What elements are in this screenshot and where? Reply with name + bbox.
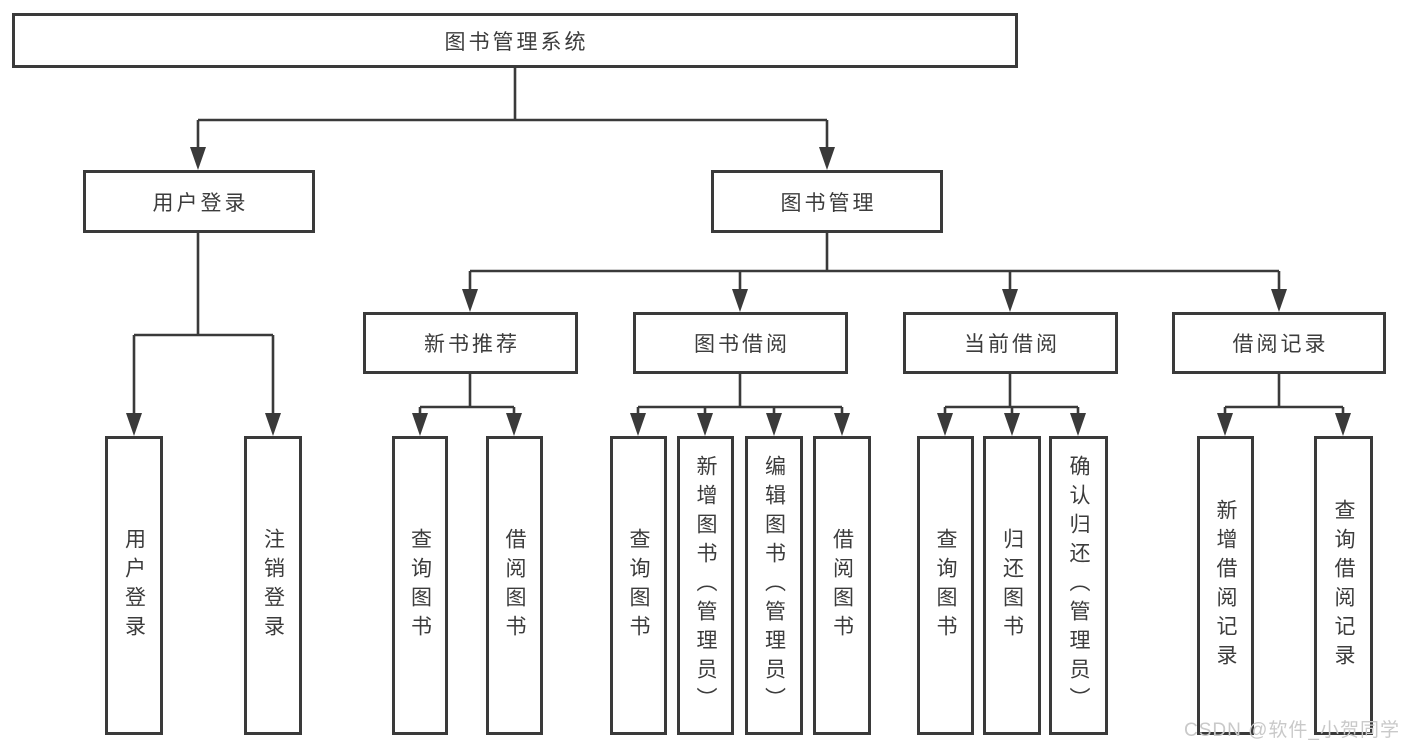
edge-user-login-to-leaves [132,233,275,416]
leaf-logout: 注销登录 [244,436,302,735]
node-label: 借阅图书 [830,527,854,644]
arrowhead-icon [462,289,478,312]
leaf-confirm-return-admin: 确认归还（管理员） [1049,436,1108,735]
leaf-query-books-current: 查询图书 [917,436,974,735]
node-current-borrowing: 当前借阅 [903,312,1118,374]
arrowhead-icon [697,413,713,436]
leaf-query-borrow-record: 查询借阅记录 [1314,436,1373,735]
arrowhead-icon [1004,413,1020,436]
arrowhead-icon [126,413,142,436]
leaf-query-books-recommend: 查询图书 [392,436,448,735]
node-label: 归还图书 [1000,527,1024,644]
arrowhead-icon [1217,413,1233,436]
csdn-watermark: CSDN @软件_小贺同学 [1184,720,1400,741]
edge-root-to-level2 [196,68,829,150]
leaf-edit-books-admin: 编辑图书（管理员） [745,436,803,735]
arrowhead-icon [1002,289,1018,312]
edge-borrowing-records-to-leaves [1223,374,1345,416]
node-label: 查询图书 [408,527,432,644]
edge-book-borrowing-to-leaves [636,374,844,416]
arrowhead-icon [630,413,646,436]
arrowhead-icon [1335,413,1351,436]
node-label: 借阅图书 [503,527,527,644]
node-label: 查询借阅记录 [1332,498,1356,673]
leaf-query-books-borrowing: 查询图书 [610,436,667,735]
leaf-add-borrow-record: 新增借阅记录 [1197,436,1254,735]
leaf-return-books: 归还图书 [983,436,1041,735]
edge-new-book-recommend-to-leaves [418,374,516,416]
node-root-system: 图书管理系统 [12,13,1018,68]
arrowhead-icon [834,413,850,436]
node-label: 确认归还（管理员） [1067,455,1091,716]
node-label: 用户登录 [122,527,146,644]
node-borrowing-records: 借阅记录 [1172,312,1386,374]
arrowhead-icon [732,289,748,312]
arrowhead-icon [506,413,522,436]
leaf-user-login: 用户登录 [105,436,163,735]
edge-current-borrowing-to-leaves [943,374,1080,416]
node-label: 编辑图书（管理员） [762,455,786,716]
arrowhead-icon [1070,413,1086,436]
node-label: 新增图书（管理员） [694,455,718,716]
leaf-borrow-books-recommend: 借阅图书 [486,436,543,735]
arrowhead-icon [190,147,206,170]
node-label: 新书推荐 [424,333,520,356]
arrowhead-icon [265,413,281,436]
leaf-add-books-admin: 新增图书（管理员） [677,436,734,735]
node-label: 查询图书 [627,527,651,644]
node-book-management: 图书管理 [711,170,943,233]
node-label: 图书管理系统 [444,30,589,54]
node-new-book-recommend: 新书推荐 [363,312,578,374]
node-label: 当前借阅 [964,333,1060,356]
node-label: 新增借阅记录 [1214,498,1238,673]
arrowhead-icon [1271,289,1287,312]
node-book-borrowing: 图书借阅 [633,312,848,374]
arrowhead-icon [412,413,428,436]
node-label: 借阅记录 [1232,333,1329,356]
leaf-borrow-books-borrowing: 借阅图书 [813,436,871,735]
node-label: 注销登录 [261,527,285,644]
node-label: 查询图书 [934,527,958,644]
node-label: 图书管理 [780,191,877,215]
edge-book-management-to-level3 [468,233,1281,292]
node-label: 用户登录 [152,191,249,215]
arrowhead-icon [766,413,782,436]
node-label: 图书借阅 [694,333,790,356]
node-user-login: 用户登录 [83,170,315,233]
arrowhead-icon [819,147,835,170]
arrowhead-icon [937,413,953,436]
